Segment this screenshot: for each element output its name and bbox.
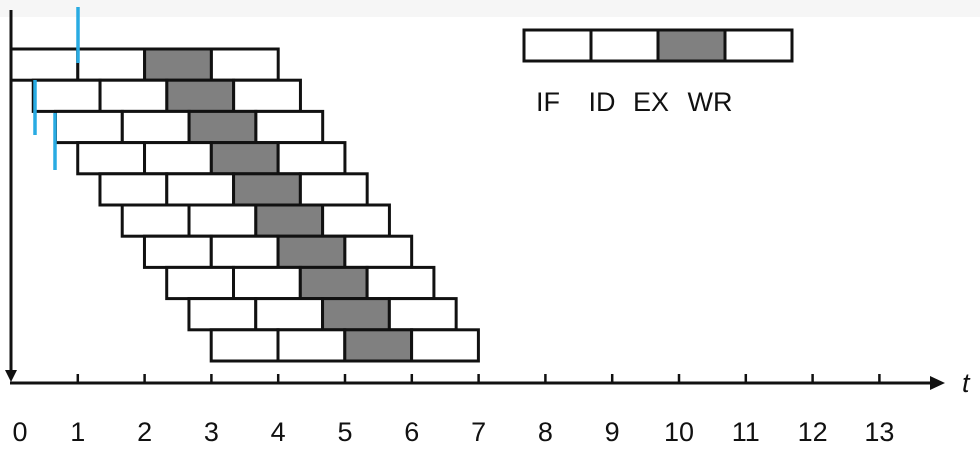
instruction-row: [98, 172, 369, 207]
stage-box-wr: [387, 297, 458, 332]
stage-box-id: [254, 297, 325, 332]
stage-box-wr: [410, 328, 480, 363]
stage-box-wr: [276, 141, 347, 176]
legend-box-ex: [656, 28, 727, 63]
top-band: [0, 0, 980, 17]
stage-box-wr: [343, 234, 414, 269]
stage-box-if: [165, 265, 236, 301]
stage-box-id: [120, 109, 191, 145]
stage-box-ex: [143, 47, 213, 82]
stage-box-wr: [254, 109, 325, 145]
legend-label-id: ID: [589, 87, 616, 117]
stage-box-if: [187, 297, 258, 332]
stage-box-id: [98, 78, 169, 113]
tick-label: 13: [864, 417, 894, 447]
stage-box-wr: [209, 47, 280, 82]
stage-box-wr: [365, 265, 436, 301]
stage-box-id: [187, 203, 258, 238]
stage-box-ex: [187, 109, 258, 145]
stage-box-id: [165, 172, 236, 207]
stage-box-ex: [276, 234, 347, 269]
legend-label-if: IF: [536, 87, 560, 117]
blue-markers: [33, 7, 80, 170]
instruction-row: [187, 297, 458, 332]
tick-label: 12: [798, 417, 828, 447]
legend-box-wr: [723, 28, 794, 63]
tick-label: 4: [271, 417, 286, 447]
stage-box-if: [9, 47, 80, 82]
legend-label-ex: EX: [633, 87, 669, 117]
tick-label: 8: [538, 417, 553, 447]
stage-box-if: [209, 328, 280, 363]
tick-label: 3: [204, 417, 219, 447]
stage-box-if: [98, 172, 169, 207]
tick-label: 11: [732, 417, 760, 447]
stage-box-if: [142, 234, 213, 269]
legend-box-if: [522, 28, 593, 63]
tick-label: 9: [605, 417, 620, 447]
stage-box-id: [232, 265, 302, 301]
legend-label-wr: WR: [688, 87, 733, 117]
stage-box-if: [53, 109, 124, 145]
instruction-row: [165, 265, 436, 301]
stage-box-wr: [321, 203, 391, 238]
tick-label: 6: [404, 417, 419, 447]
stage-box-ex: [209, 141, 280, 176]
stage-box-id: [143, 141, 213, 176]
stage-box-ex: [343, 328, 414, 363]
stage-box-ex: [165, 78, 236, 113]
stage-box-wr: [298, 172, 369, 207]
time-axis-arrow: [930, 376, 945, 390]
tick-label: 1: [70, 417, 85, 447]
pipeline-rows: [9, 47, 480, 363]
stage-box-wr: [232, 78, 302, 113]
stage-box-id: [76, 47, 147, 82]
stage-box-if: [120, 203, 191, 238]
axes: t: [5, 10, 971, 398]
tick-label: 2: [137, 417, 152, 447]
stage-box-ex: [232, 172, 302, 207]
stage-box-ex: [298, 265, 369, 301]
stage-box-id: [209, 234, 280, 269]
tick-label: 10: [664, 417, 694, 447]
stage-box-if: [76, 141, 147, 176]
vertical-axis-arrow: [5, 370, 17, 382]
instruction-row: [209, 328, 480, 363]
stage-box-ex: [321, 297, 391, 332]
instruction-row: [31, 78, 302, 113]
stage-box-id: [276, 328, 347, 363]
instruction-row: [142, 234, 414, 269]
time-axis-label: t: [962, 368, 971, 398]
legend-box-id: [589, 28, 660, 63]
legend: IF ID EX WR: [522, 28, 794, 117]
instruction-row: [53, 109, 325, 145]
instruction-row: [76, 141, 347, 176]
tick-label: 5: [337, 417, 352, 447]
instruction-row: [9, 47, 280, 82]
instruction-row: [120, 203, 391, 238]
stage-box-if: [31, 78, 102, 113]
tick-label: 0: [12, 417, 27, 447]
stage-box-ex: [254, 203, 325, 238]
tick-label: 7: [471, 417, 486, 447]
